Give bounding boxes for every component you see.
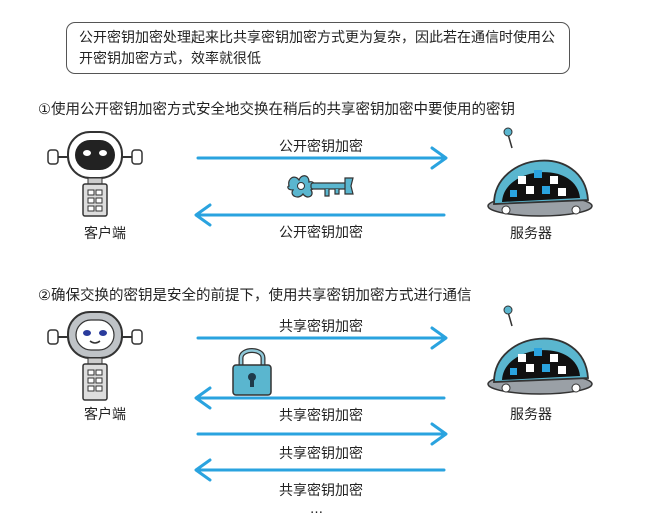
step-2-arrow-label-1: 共享密钥加密 bbox=[279, 319, 363, 335]
step-1-arrow-to-server bbox=[196, 146, 448, 170]
step-1-arrow-top-label: 公开密钥加密 bbox=[279, 139, 363, 155]
step-2-arrow-label-4: 共享密钥加密 bbox=[279, 483, 363, 499]
robot-server-icon bbox=[487, 127, 593, 217]
step-2-client-label: 客户端 bbox=[84, 407, 126, 423]
step-1-server-label: 服务器 bbox=[510, 226, 552, 242]
step-2-title: ②确保交换的密钥是安全的前提下，使用共享密钥加密方式进行通信 bbox=[38, 288, 472, 304]
step-2-arrow-label-3: 共享密钥加密 bbox=[279, 446, 363, 462]
step-1-title: ①使用公开密钥加密方式安全地交换在稍后的共享密钥加密中要使用的密钥 bbox=[38, 102, 515, 118]
step-2-arrow-4 bbox=[194, 458, 446, 482]
efficiency-note: 公开密钥加密处理起来比共享密钥加密方式更为复杂，因此若在通信时使用公开密钥加密方… bbox=[66, 22, 570, 74]
step-2-server-label: 服务器 bbox=[510, 407, 552, 423]
robot-server-icon bbox=[487, 305, 593, 395]
step-1-client-label: 客户端 bbox=[84, 226, 126, 242]
step-2-arrow-label-2: 共享密钥加密 bbox=[279, 408, 363, 424]
step-1-arrow-bottom-label: 公开密钥加密 bbox=[279, 225, 363, 241]
robot-client-icon bbox=[47, 311, 143, 401]
continuation-ellipsis: … bbox=[310, 502, 323, 517]
robot-client-icon bbox=[47, 131, 143, 217]
padlock-icon bbox=[232, 348, 272, 396]
step-2-arrow-3 bbox=[196, 422, 448, 446]
step-2-arrow-1 bbox=[196, 326, 448, 350]
step-1-arrow-to-client bbox=[194, 203, 446, 227]
key-icon bbox=[287, 175, 354, 198]
